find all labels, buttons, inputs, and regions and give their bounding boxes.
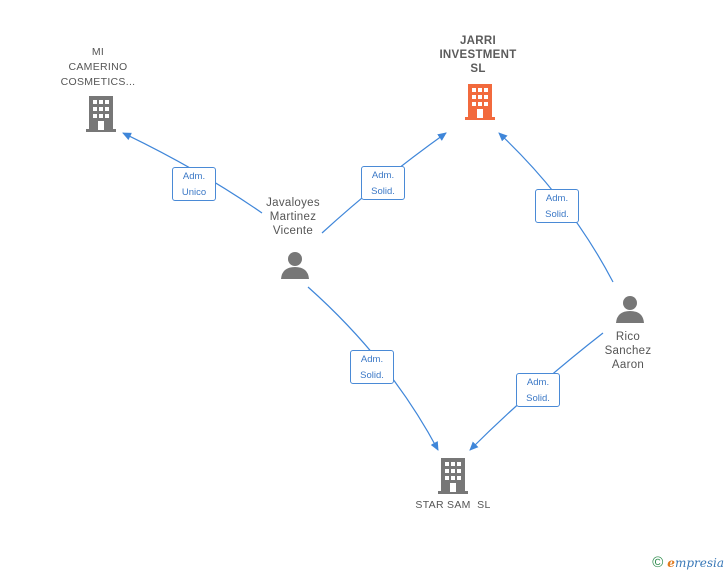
building-icon[interactable] <box>86 96 116 132</box>
edge-label-rico-jarri[interactable]: Adm. Solid. <box>535 189 579 223</box>
node-label-mi-camerino[interactable]: MI CAMERINO COSMETICS... <box>60 46 136 88</box>
person-icon[interactable] <box>280 250 310 280</box>
edge-label-javaloyes-mi-camerino[interactable]: Adm. Unico <box>172 167 216 201</box>
node-label-star-sam[interactable]: STAR SAM SL <box>415 499 491 511</box>
building-icon[interactable] <box>465 84 495 120</box>
brand-logo: empresia <box>667 555 724 570</box>
edge-label-javaloyes-star-sam[interactable]: Adm. Solid. <box>350 350 394 384</box>
building-icon[interactable] <box>438 458 468 494</box>
node-label-javaloyes[interactable]: Javaloyes Martinez Vicente <box>266 197 320 237</box>
copyright-icon: © <box>652 554 664 571</box>
edge-label-rico-star-sam[interactable]: Adm. Solid. <box>516 373 560 407</box>
edge-label-javaloyes-jarri[interactable]: Adm. Solid. <box>361 166 405 200</box>
footer-brand[interactable]: © empresia <box>652 554 724 571</box>
person-icon[interactable] <box>615 294 645 324</box>
node-label-jarri[interactable]: JARRI INVESTMENT SL <box>439 35 517 75</box>
node-label-rico[interactable]: Rico Sanchez Aaron <box>604 331 652 371</box>
